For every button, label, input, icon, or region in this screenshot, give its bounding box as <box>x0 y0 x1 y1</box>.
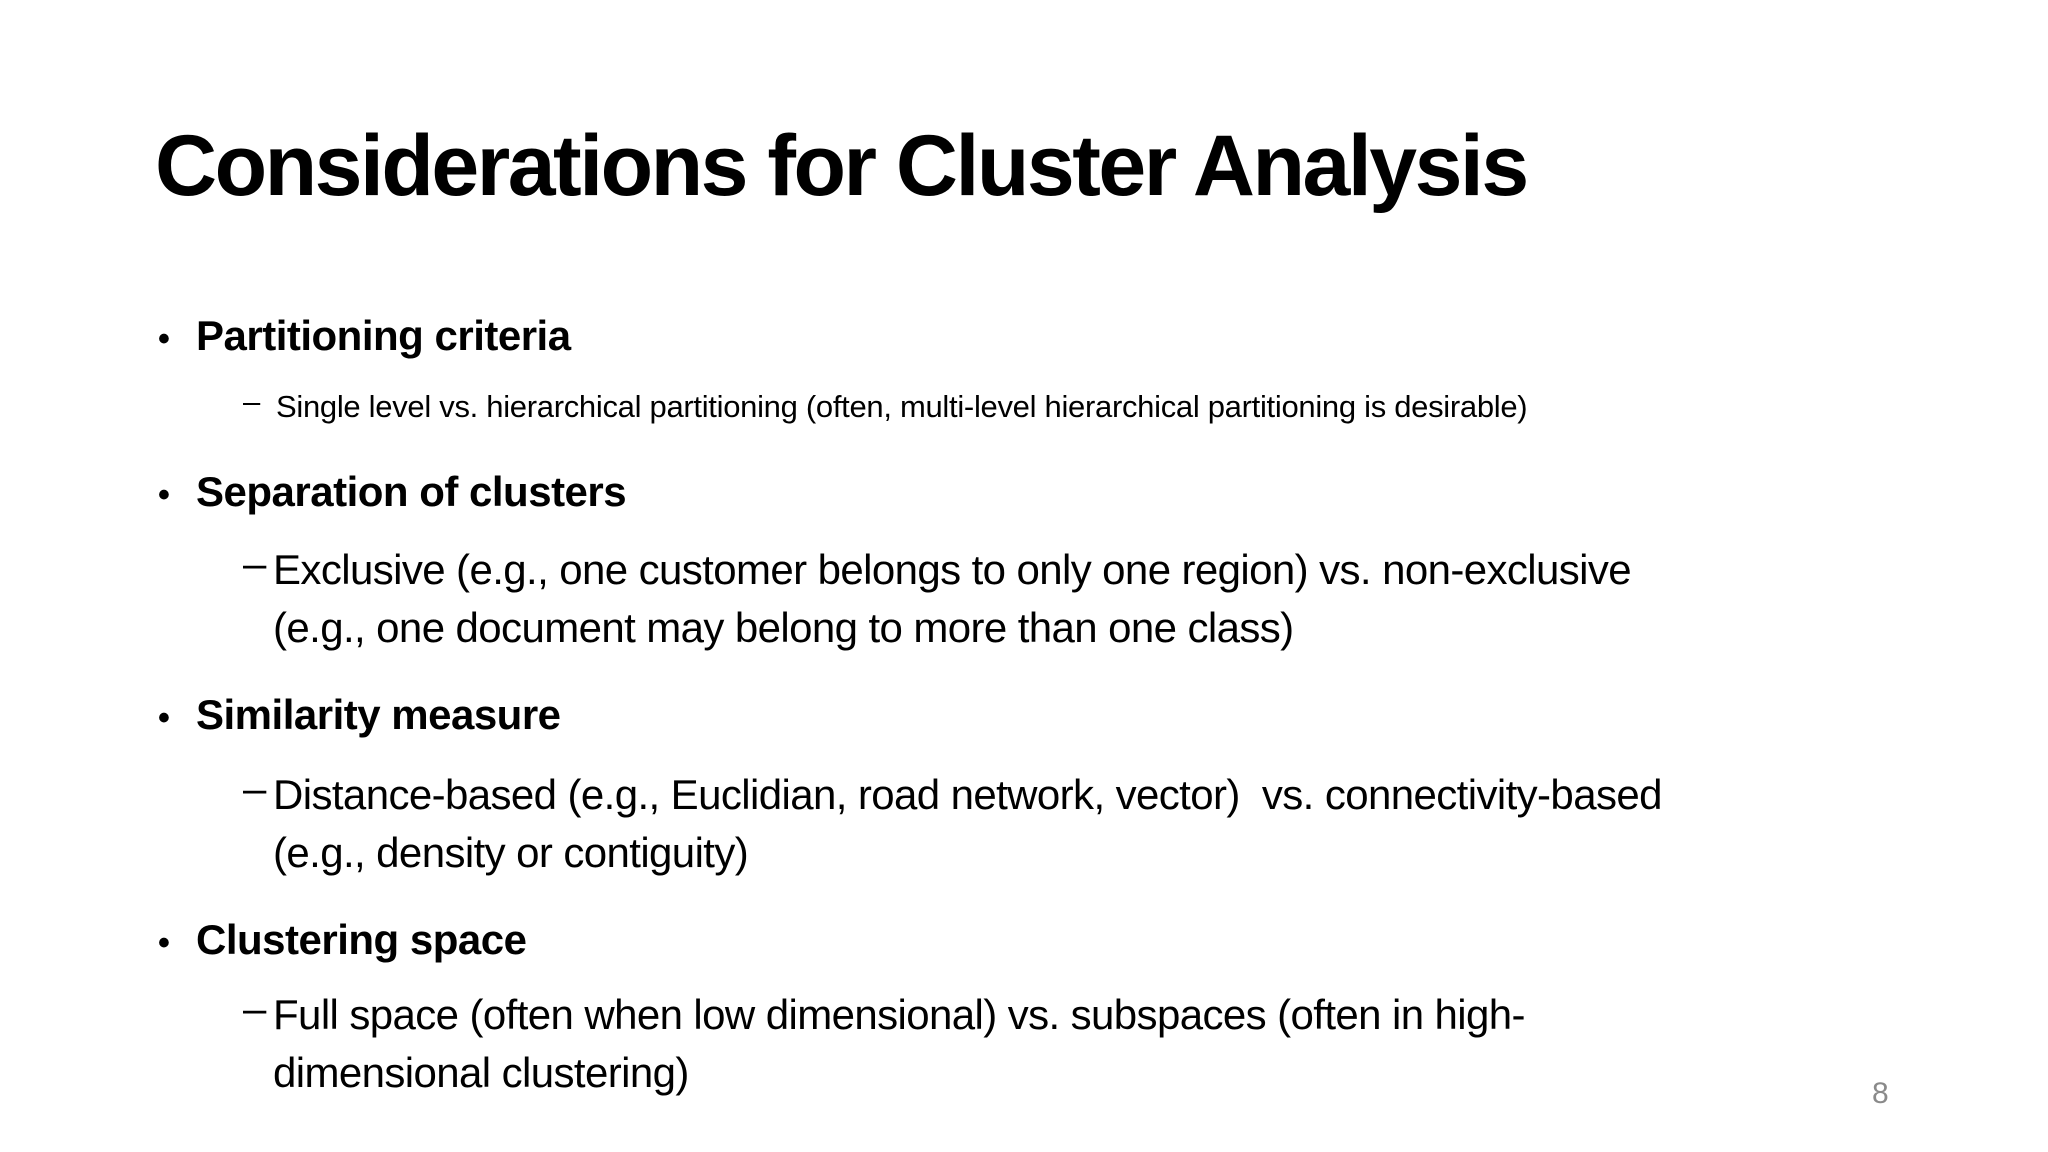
sub-bullet-line: Single level vs. hierarchical partitioni… <box>276 389 1528 424</box>
bullet-icon: • <box>158 699 170 737</box>
sub-bullet-line: Distance-based (e.g., Euclidian, road ne… <box>273 771 1662 818</box>
sub-bullet-text: Full space (often when low dimensional) … <box>273 986 1526 1102</box>
slide-title: Considerations for Cluster Analysis <box>155 118 1529 214</box>
sub-bullet-text: Exclusive (e.g., one customer belongs to… <box>273 541 1632 657</box>
heading-text: Partitioning criteria <box>196 312 571 359</box>
sub-bullet-line: dimensional clustering) <box>273 1049 689 1096</box>
sub-bullet-line: (e.g., one document may belong to more t… <box>273 604 1294 651</box>
dash-bullet-icon: – <box>243 539 266 587</box>
bullet-heading-partitioning-criteria: • Partitioning criteria <box>158 310 571 365</box>
bullet-heading-separation-of-clusters: • Separation of clusters <box>158 466 627 521</box>
bullet-heading-clustering-space: • Clustering space <box>158 914 527 969</box>
bullet-icon: • <box>158 924 170 962</box>
bullet-icon: • <box>158 320 170 358</box>
bullet-heading-similarity-measure: • Similarity measure <box>158 689 561 744</box>
sub-bullet-separation: – Exclusive (e.g., one customer belongs … <box>243 539 1632 657</box>
sub-bullet-text: Distance-based (e.g., Euclidian, road ne… <box>273 766 1662 882</box>
dash-bullet-icon: – <box>243 764 266 812</box>
sub-bullet-line: Exclusive (e.g., one customer belongs to… <box>273 546 1632 593</box>
sub-bullet-partitioning: – Single level vs. hierarchical partitio… <box>243 384 1528 427</box>
page-number: 8 <box>1872 1077 1889 1110</box>
sub-bullet-text: Single level vs. hierarchical partitioni… <box>276 387 1528 427</box>
heading-text: Separation of clusters <box>196 468 627 515</box>
dash-bullet-icon: – <box>243 384 260 420</box>
sub-bullet-clustering-space: – Full space (often when low dimensional… <box>243 984 1526 1102</box>
bullet-icon: • <box>158 476 170 514</box>
heading-text: Clustering space <box>196 916 527 963</box>
heading-text: Similarity measure <box>196 691 561 738</box>
sub-bullet-line: (e.g., density or contiguity) <box>273 829 749 876</box>
sub-bullet-line: Full space (often when low dimensional) … <box>273 991 1526 1038</box>
sub-bullet-similarity: – Distance-based (e.g., Euclidian, road … <box>243 764 1662 882</box>
dash-bullet-icon: – <box>243 984 266 1032</box>
